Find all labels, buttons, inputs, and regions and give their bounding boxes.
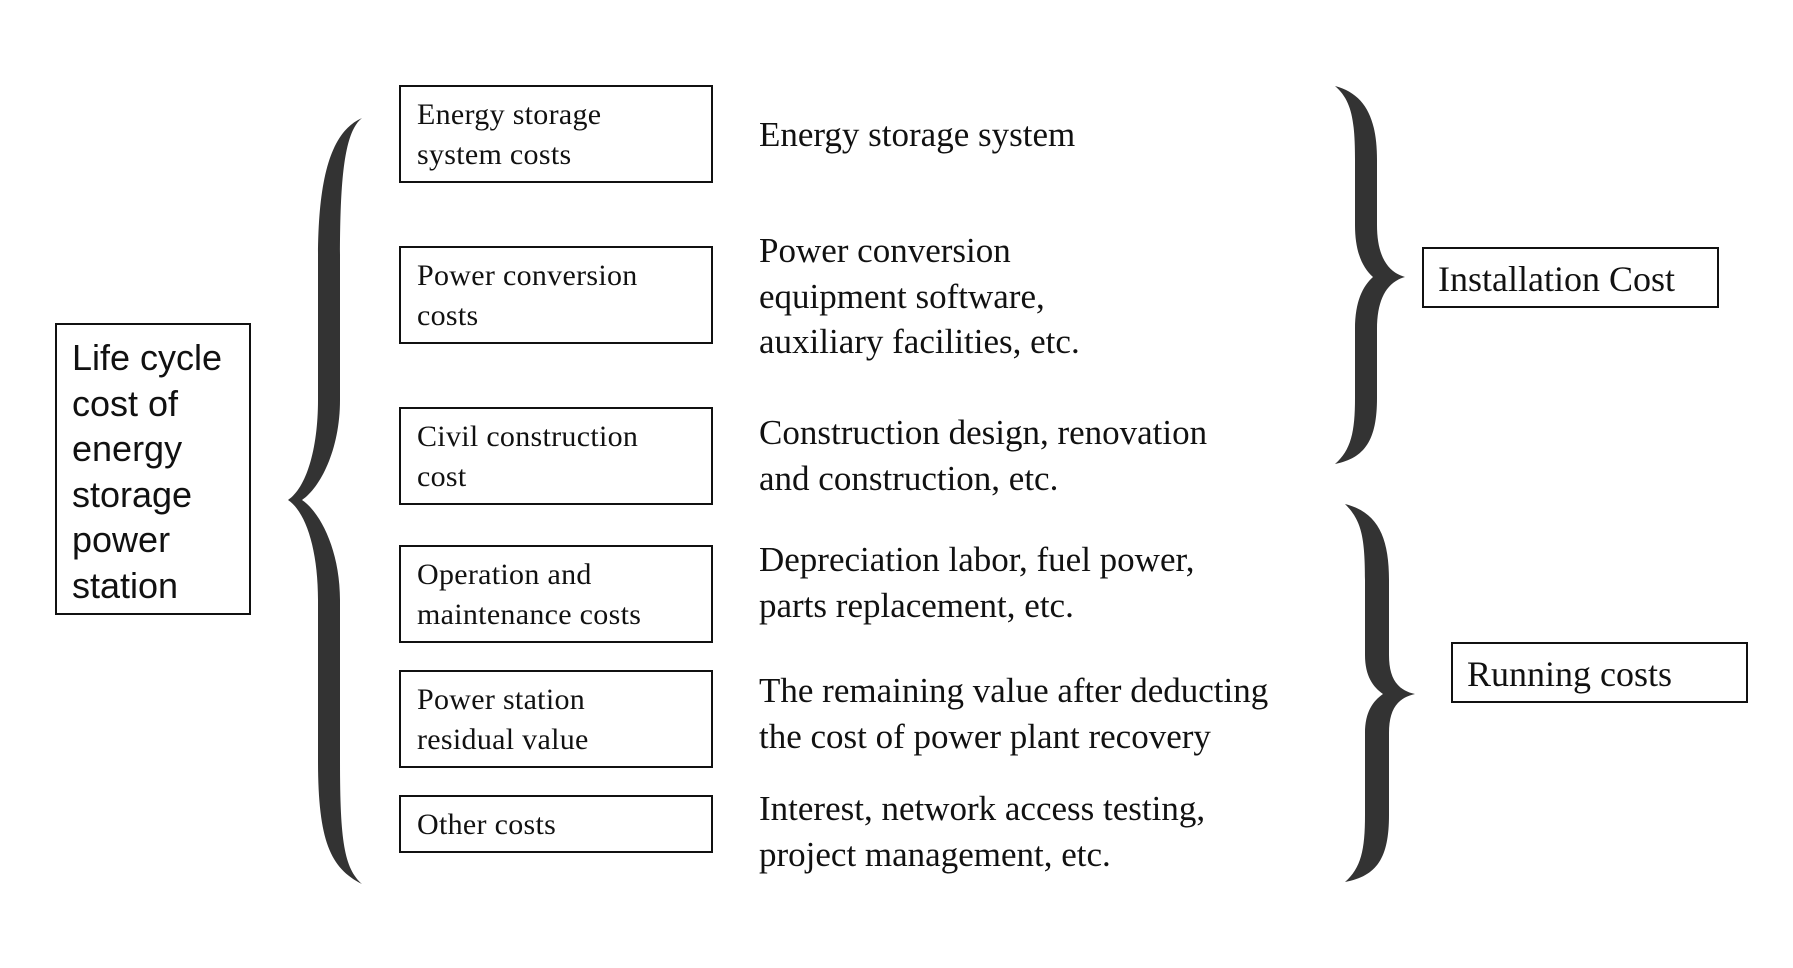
category-energy-storage-system-costs: Energy storage system costs bbox=[399, 85, 713, 183]
installation-cost-brace bbox=[1335, 86, 1405, 464]
description-energy-storage-system: Energy storage system bbox=[759, 115, 1076, 154]
category-power-conversion-costs: Power conversion costs bbox=[399, 246, 713, 344]
description-operation-maintenance: Depreciation labor, fuel power, parts re… bbox=[759, 540, 1195, 625]
running-costs-brace bbox=[1345, 504, 1415, 882]
left-brace bbox=[288, 118, 362, 884]
description-power-conversion: Power conversion equipment software, aux… bbox=[759, 231, 1080, 361]
description-residual-value: The remaining value after deducting the … bbox=[759, 671, 1269, 756]
category-operation-maintenance-costs: Operation and maintenance costs bbox=[399, 545, 713, 643]
description-other-costs: Interest, network access testing, projec… bbox=[759, 789, 1206, 874]
description-civil-construction: Construction design, renovation and cons… bbox=[759, 413, 1208, 498]
group-running-costs-box: Running costs bbox=[1451, 642, 1748, 703]
category-other-costs: Other costs bbox=[399, 795, 713, 853]
group-installation-cost-box: Installation Cost bbox=[1422, 247, 1719, 308]
category-power-station-residual-value: Power station residual value bbox=[399, 670, 713, 768]
category-civil-construction-cost: Civil construction cost bbox=[399, 407, 713, 505]
root-life-cycle-cost-box: Life cycle cost of energy storage power … bbox=[55, 323, 251, 615]
